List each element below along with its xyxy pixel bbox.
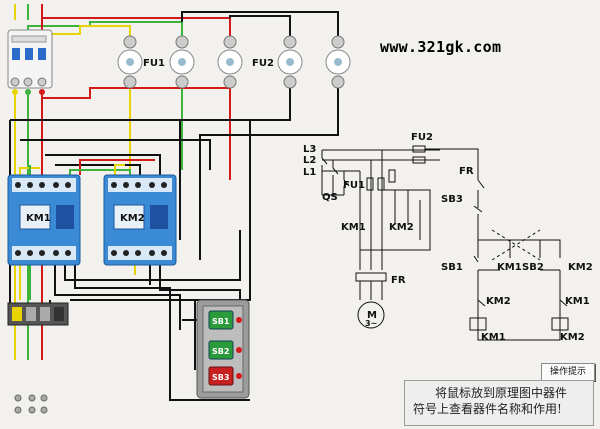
website-url: www.321gk.com (380, 38, 502, 56)
schematic-qs-label: QS (322, 192, 338, 203)
schematic-km2-right-label: KM2 (568, 262, 593, 273)
sb3-button[interactable] (208, 366, 242, 386)
fu1-wiring-label: FU1 (143, 58, 165, 69)
instruction-line-1: 将鼠标放到原理图中器件 (435, 386, 568, 400)
schematic-motor-sub-label: 3~ (365, 319, 377, 328)
schematic-ctrl-km1-label: KM1 (497, 262, 522, 273)
instruction-line-2: 符号上查看器件名称和作用! (413, 402, 562, 416)
schematic-motor-label: M (367, 310, 377, 321)
instruction-box: 将鼠标放到原理图中器件 符号上查看器件名称和作用! (404, 380, 594, 426)
schematic-sb3-label: SB3 (441, 194, 463, 205)
schematic-l2-label: L2 (303, 155, 316, 166)
thermal-relay[interactable] (7, 302, 69, 326)
contactor-km2[interactable] (103, 174, 177, 266)
fuse-holder-2[interactable] (169, 35, 195, 89)
sb1-button[interactable] (208, 310, 242, 330)
fuse-holder-1[interactable] (117, 35, 143, 89)
schematic-coil-km1-label: KM1 (481, 332, 506, 343)
sb2-wiring-label: SB2 (212, 347, 229, 356)
km1-wiring-label: KM1 (26, 213, 51, 224)
schematic-sb2-label: SB2 (522, 262, 544, 273)
schematic-fu2-label: FU2 (411, 132, 433, 143)
operation-hint-button[interactable]: 操作提示 (541, 363, 595, 381)
contactor-km1[interactable] (7, 174, 81, 266)
fuse-holder-5[interactable] (325, 35, 351, 89)
fu2-wiring-label: FU2 (252, 58, 274, 69)
km2-wiring-label: KM2 (120, 213, 145, 224)
schematic (321, 145, 569, 341)
schematic-fr-label: FR (391, 275, 406, 286)
schematic-km1-label: KM1 (341, 222, 366, 233)
circuit-breaker[interactable] (7, 29, 53, 95)
fuse-holder-3[interactable] (217, 35, 243, 89)
sb1-wiring-label: SB1 (212, 317, 230, 326)
schematic-fu1-label: FU1 (343, 180, 365, 191)
schematic-km1-hold-label: KM1 (565, 296, 590, 307)
schematic-l1-label: L1 (303, 167, 316, 178)
motor-terminals[interactable] (14, 394, 48, 414)
schematic-fr-ctrl-label: FR (459, 166, 474, 177)
sb2-button[interactable] (208, 340, 242, 360)
schematic-l3-label: L3 (303, 144, 316, 155)
sb3-wiring-label: SB3 (212, 373, 229, 382)
schematic-km2-hold-label: KM2 (486, 296, 511, 307)
schematic-coil-km2-label: KM2 (560, 332, 585, 343)
schematic-sb1-label: SB1 (441, 262, 463, 273)
schematic-km2-label: KM2 (389, 222, 414, 233)
fuse-holder-4[interactable] (277, 35, 303, 89)
